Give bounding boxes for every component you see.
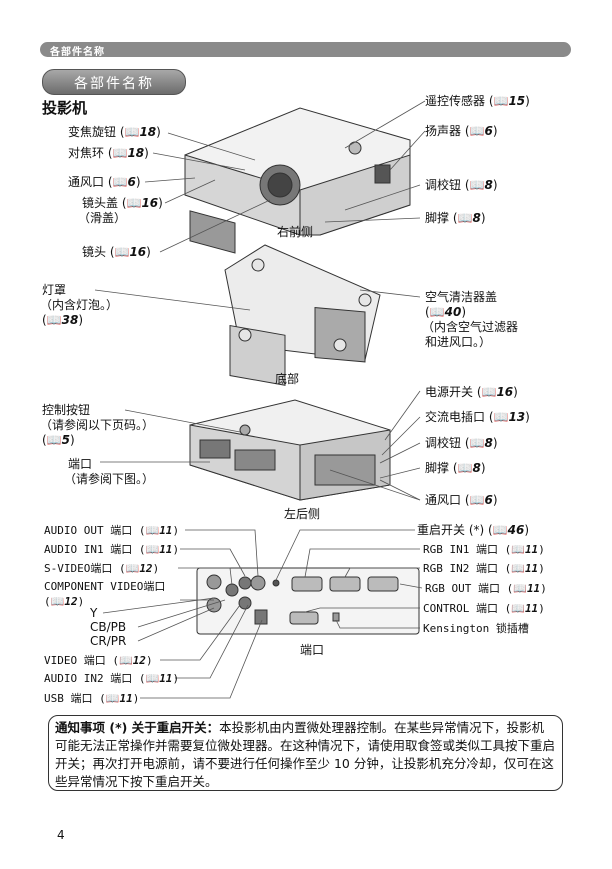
projector-bottom-illustration	[224, 244, 381, 386]
leader-lines	[94, 100, 426, 699]
label-ports-sub: （请参阅下图。）	[64, 472, 155, 486]
label-video: VIDEO 端口 (📖12)	[44, 654, 153, 667]
header-bar-text: 各部件名称	[50, 47, 105, 58]
caption-rear-left: 左后侧	[284, 507, 321, 521]
label-control-port: CONTROL 端口 (📖11)	[423, 602, 545, 615]
notice-heading: 通知事项 (*) 关于重启开关：	[55, 720, 220, 735]
page-title: 各部件名称	[42, 69, 186, 95]
header-bar: 各部件名称	[40, 42, 571, 58]
label-control-buttons-sub: （请参阅以下页码。）	[40, 418, 155, 432]
label-speaker: 扬声器 (📖6)	[425, 124, 498, 138]
label-rgb-out: RGB OUT 端口 (📖11)	[425, 582, 547, 595]
label-audio-out: AUDIO OUT 端口 (📖11)	[44, 524, 180, 537]
label-remote-sensor: 遥控传感器 (📖15)	[425, 94, 530, 108]
label-control-buttons-ref: (📖5)	[42, 433, 75, 447]
label-adjuster: 调校钮 (📖8)	[425, 178, 498, 192]
label-rgb-in1: RGB IN1 端口 (📖11)	[423, 543, 545, 556]
label-filter-cover: 空气清洁器盖	[425, 290, 498, 304]
label-vent-rear: 通风口 (📖6)	[425, 493, 498, 507]
caption-ports: 端口	[300, 643, 325, 657]
label-zoom-knob: 变焦旋钮 (📖18)	[68, 125, 161, 139]
label-component-video-ref: (📖12)	[44, 595, 85, 608]
label-lamp-cover: 灯罩	[42, 283, 67, 297]
label-lens: 镜头 (📖16)	[82, 245, 151, 259]
label-component-cr: CR/PR	[90, 634, 127, 648]
page-number: 4	[57, 828, 65, 842]
label-component-y: Y	[90, 606, 98, 620]
label-power-switch: 电源开关 (📖16)	[425, 385, 518, 399]
label-ac-inlet: 交流电插口 (📖13)	[425, 410, 530, 424]
label-ports: 端口	[68, 457, 93, 471]
label-usb: USB 端口 (📖11)	[44, 692, 140, 705]
caption-front-right: 右前侧	[277, 225, 314, 239]
label-lens-cover: 镜头盖 (📖16)	[82, 196, 163, 210]
notice-box: 通知事项 (*) 关于重启开关：本投影机由内置微处理器控制。在某些异常情况下，投…	[48, 715, 563, 791]
label-component-video: COMPONENT VIDEO端口	[44, 580, 166, 593]
label-adjuster-rear: 调校钮 (📖8)	[425, 436, 498, 450]
label-foot-rear: 脚撑 (📖8)	[425, 461, 486, 475]
label-audio-in2: AUDIO IN2 端口 (📖11)	[44, 672, 180, 685]
label-focus-ring: 对焦环 (📖18)	[68, 146, 149, 160]
label-filter-cover-sub2: 和进风口。）	[425, 335, 492, 349]
label-lens-cover-sub: （滑盖）	[78, 211, 127, 225]
label-reset-switch: 重启开关 (*) (📖46)	[417, 523, 530, 537]
caption-bottom: 底部	[275, 372, 300, 386]
label-filter-cover-sub1: （内含空气过滤器	[422, 320, 519, 334]
projector-rear-illustration	[189, 399, 391, 501]
label-s-video: S-VIDEO端口 (📖12)	[44, 562, 160, 575]
label-component-cb: CB/PB	[90, 620, 127, 634]
ports-panel-illustration	[196, 567, 420, 635]
label-foot: 脚撑 (📖8)	[425, 211, 486, 225]
section-heading: 投影机	[42, 99, 88, 117]
label-lamp-cover-ref: (📖38)	[42, 313, 84, 327]
label-rgb-in2: RGB IN2 端口 (📖11)	[423, 562, 545, 575]
label-kensington: Kensington 锁插槽	[423, 622, 529, 635]
label-lamp-cover-sub: （内含灯泡。）	[40, 298, 119, 312]
label-audio-in1: AUDIO IN1 端口 (📖11)	[44, 543, 180, 556]
label-filter-cover-ref: (📖40)	[425, 305, 467, 319]
label-vent: 通风口 (📖6)	[68, 175, 141, 189]
notice-body: 本投影机由内置微处理器控制。在某些异常情况下，投影机可能无法正常操作并需要复位微…	[55, 720, 556, 789]
label-control-buttons: 控制按钮	[42, 403, 91, 417]
